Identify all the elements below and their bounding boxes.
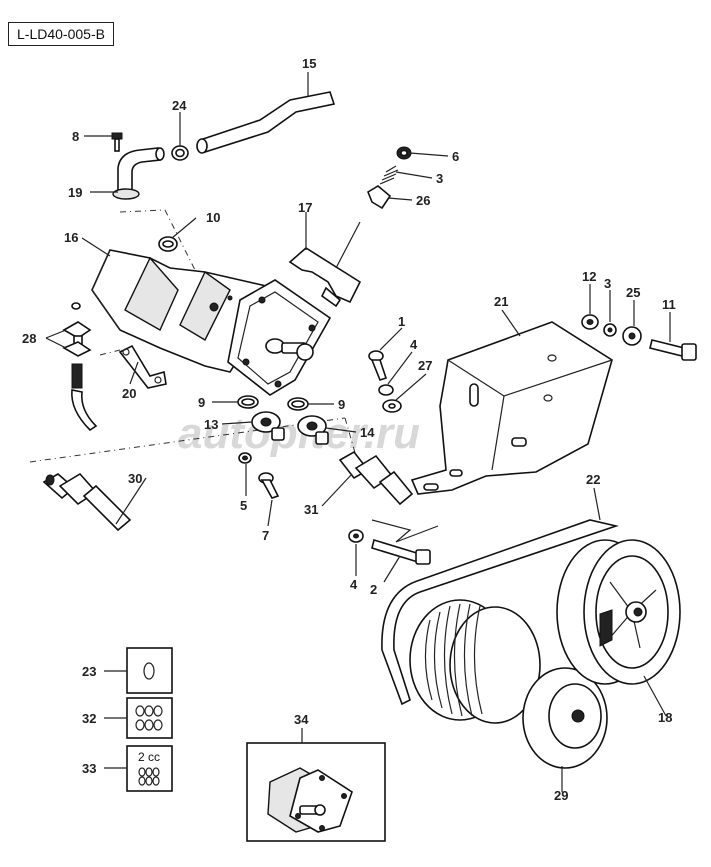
part-26-clip bbox=[367, 185, 392, 210]
diagram-code-label: L-LD40-005-B bbox=[8, 22, 114, 46]
callout-3-right: 3 bbox=[604, 276, 611, 291]
callout-22: 22 bbox=[586, 472, 600, 487]
part-10-oring bbox=[158, 236, 178, 252]
part-31-hose bbox=[338, 450, 414, 506]
callout-9-right: 9 bbox=[338, 397, 345, 412]
kit-box-32 bbox=[126, 697, 173, 739]
part-9-oring-left bbox=[237, 395, 259, 409]
part-2-bolt bbox=[371, 538, 431, 565]
part-27-washer bbox=[382, 399, 402, 413]
callout-28: 28 bbox=[22, 331, 36, 346]
callout-31: 31 bbox=[304, 502, 318, 517]
callout-16: 16 bbox=[64, 230, 78, 245]
callout-32: 32 bbox=[82, 711, 96, 726]
part-19-elbow bbox=[112, 147, 165, 200]
callout-24: 24 bbox=[172, 98, 187, 113]
part-7-bolt bbox=[258, 472, 280, 499]
callout-21: 21 bbox=[494, 294, 508, 309]
part-3-spring bbox=[379, 165, 399, 185]
callout-26: 26 bbox=[416, 193, 430, 208]
kit-volume-text: 2 cc bbox=[138, 750, 160, 764]
callout-3-top: 3 bbox=[436, 171, 443, 186]
part-18-pulley bbox=[556, 539, 681, 685]
callout-11: 11 bbox=[662, 297, 676, 312]
part-12-nut bbox=[581, 314, 599, 330]
kit-box-34 bbox=[246, 742, 386, 842]
callout-5: 5 bbox=[240, 498, 247, 513]
callout-4-lower: 4 bbox=[350, 577, 358, 592]
part-14-fitting bbox=[297, 415, 329, 445]
callout-33: 33 bbox=[82, 761, 96, 776]
part-4-lockwasher-upper bbox=[378, 384, 394, 396]
callout-2: 2 bbox=[370, 582, 377, 597]
callout-4-upper: 4 bbox=[410, 337, 418, 352]
part-16-pump bbox=[91, 249, 332, 396]
break-mark bbox=[371, 519, 439, 543]
part-22-belt bbox=[381, 519, 619, 706]
callout-20: 20 bbox=[122, 386, 136, 401]
part-5-washer bbox=[238, 452, 252, 464]
part-29-pulley bbox=[409, 599, 608, 769]
part-21-bracket bbox=[410, 321, 613, 495]
callout-10: 10 bbox=[206, 210, 220, 225]
callout-1: 1 bbox=[398, 314, 405, 329]
watermark-text: autopiter.ru bbox=[178, 409, 420, 458]
part-9-oring-right bbox=[287, 397, 309, 411]
callout-18: 18 bbox=[658, 710, 672, 725]
callouts: 15 24 8 19 10 16 17 6 3 26 28 20 9 9 13 … bbox=[22, 56, 676, 803]
part-8-screw bbox=[111, 132, 123, 152]
callout-19: 19 bbox=[68, 185, 82, 200]
callout-12: 12 bbox=[582, 269, 596, 284]
watermark: autopiter.ru bbox=[178, 409, 420, 458]
callout-6: 6 bbox=[452, 149, 459, 164]
part-17-bracket bbox=[288, 221, 362, 308]
callout-34: 34 bbox=[294, 712, 309, 727]
part-28-fittings bbox=[62, 302, 92, 389]
hose-lower-left bbox=[71, 389, 98, 432]
callout-27: 27 bbox=[418, 358, 432, 373]
part-1-bolt bbox=[368, 350, 388, 381]
kit-box-23 bbox=[126, 647, 173, 694]
callout-13: 13 bbox=[204, 417, 218, 432]
callout-7: 7 bbox=[262, 528, 269, 543]
part-4-lockwasher-lower bbox=[348, 529, 364, 543]
callout-9-left: 9 bbox=[198, 395, 205, 410]
kit-box-33: 2 cc bbox=[126, 745, 173, 792]
part-30-hose bbox=[42, 472, 132, 532]
callout-30: 30 bbox=[128, 471, 142, 486]
callout-17: 17 bbox=[298, 200, 312, 215]
part-25-washer bbox=[622, 326, 642, 346]
part-24-clamp bbox=[171, 145, 189, 161]
callout-23: 23 bbox=[82, 664, 96, 679]
leader-lines bbox=[45, 72, 671, 792]
part-15-hose bbox=[196, 91, 336, 154]
callout-8: 8 bbox=[72, 129, 79, 144]
part-11-bolt bbox=[649, 339, 697, 361]
callout-25: 25 bbox=[626, 285, 640, 300]
part-20-clip bbox=[118, 344, 167, 389]
callout-29: 29 bbox=[554, 788, 568, 803]
part-3-lockwasher bbox=[603, 323, 617, 337]
callout-15: 15 bbox=[302, 56, 316, 71]
part-6-nut bbox=[396, 146, 412, 160]
callout-14: 14 bbox=[360, 425, 375, 440]
